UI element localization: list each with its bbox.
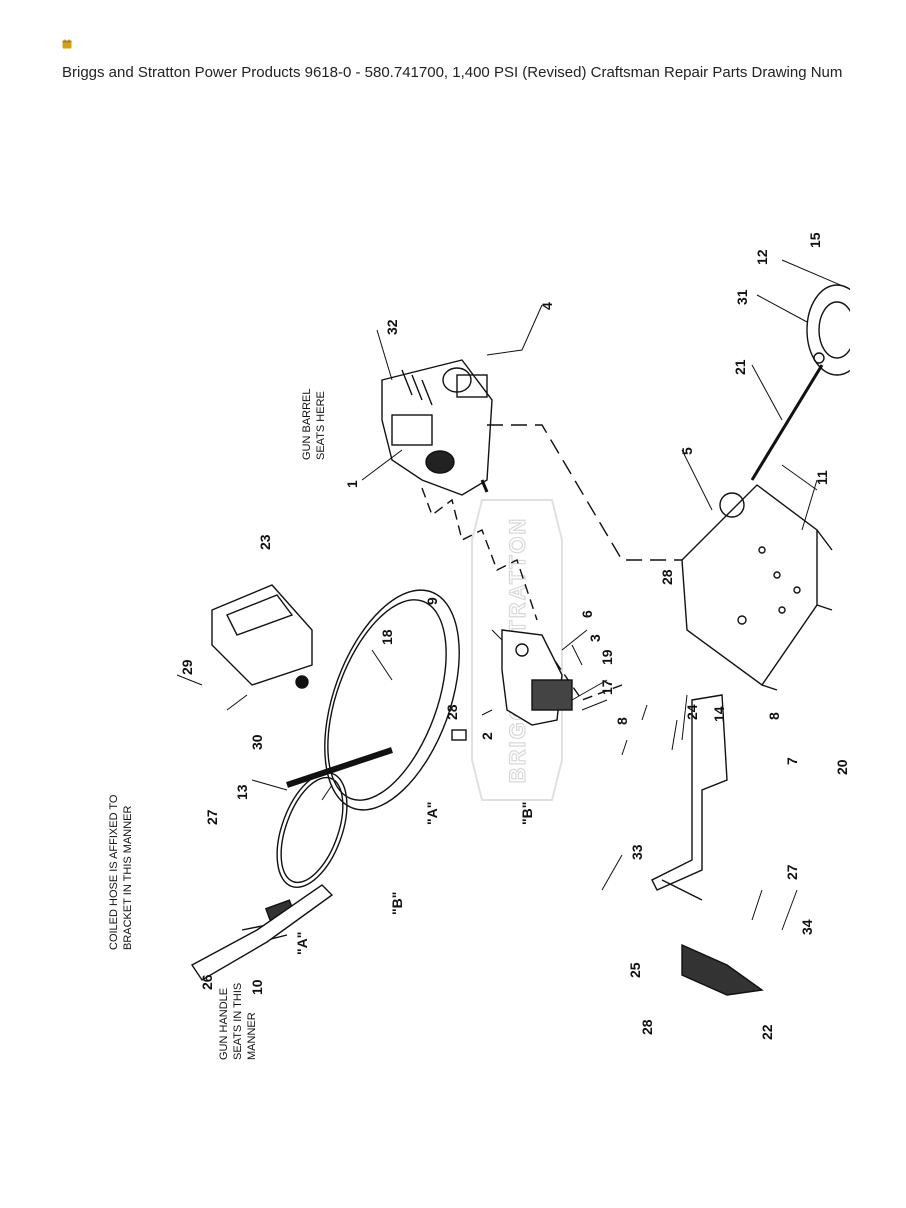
wheel-part-12 — [806, 284, 850, 376]
gun-part-13 — [241, 747, 393, 946]
part-label-8b: 8 — [614, 717, 630, 725]
part-label-27: 27 — [204, 809, 220, 825]
part-label-10: 10 — [249, 979, 265, 995]
grip-part-26 — [681, 943, 764, 996]
base-plate-part-5 — [681, 484, 833, 691]
part-label-15: 15 — [807, 232, 823, 248]
note-coiled-hose-1: COILED HOSE IS AFFIXED TO — [108, 794, 120, 950]
parts-diagram-svg: BRIGGS & STRATTON — [108, 232, 850, 1060]
calendar-icon — [62, 39, 72, 49]
ref-label-b: "B" — [389, 892, 405, 915]
part-label-6: 6 — [579, 610, 595, 618]
ref-label-a2: "A" — [294, 932, 310, 955]
part-label-14: 14 — [711, 706, 727, 722]
part-label-32: 32 — [384, 319, 400, 335]
part-label-22: 22 — [759, 1024, 775, 1040]
part-label-12: 12 — [754, 249, 770, 265]
engine-part-1 — [381, 359, 493, 496]
part-label-4: 4 — [539, 302, 555, 310]
part-label-25: 25 — [627, 962, 643, 978]
handle-part-25 — [190, 694, 728, 981]
ref-label-a: "A" — [424, 802, 440, 825]
part-label-24: 24 — [684, 704, 700, 720]
axle-part-21 — [750, 364, 824, 481]
note-gun-handle-2: SEATS IN THIS — [232, 983, 244, 1060]
note-gun-barrel-2: SEATS HERE — [315, 391, 327, 460]
parts-diagram: BRIGGS & STRATTON — [62, 230, 850, 1060]
part-label-19: 19 — [599, 649, 615, 665]
note-gun-barrel-1: GUN BARREL — [301, 388, 313, 460]
note-gun-handle-1: GUN HANDLE — [218, 988, 230, 1060]
part-label-28: 28 — [639, 1019, 655, 1035]
part-label-31: 31 — [734, 289, 750, 305]
part-label-5: 5 — [679, 447, 695, 455]
part-label-1: 1 — [344, 480, 360, 488]
part-label-3: 3 — [587, 634, 603, 642]
part-label-34: 34 — [799, 919, 815, 935]
part-label-28b: 28 — [444, 704, 460, 720]
part-label-20: 20 — [834, 759, 850, 775]
part-label-13: 13 — [234, 784, 250, 800]
ref-label-b2: "B" — [519, 802, 535, 825]
part-label-21: 21 — [732, 359, 748, 375]
part-label-17: 17 — [599, 679, 615, 695]
part-label-27b: 27 — [784, 864, 800, 880]
page-title: Briggs and Stratton Power Products 9618-… — [62, 64, 843, 81]
part-label-18: 18 — [379, 629, 395, 645]
part-label-11: 11 — [814, 470, 830, 485]
part-label-33: 33 — [629, 844, 645, 860]
part-label-29: 29 — [179, 659, 195, 675]
note-coiled-hose-2: BRACKET IN THIS MANNER — [122, 805, 134, 950]
pump-guard-part-23 — [211, 584, 313, 686]
pump-part-2 — [501, 629, 573, 726]
part-label-9: 9 — [424, 597, 440, 605]
part-label-23: 23 — [257, 534, 273, 550]
part-label-2: 2 — [479, 732, 495, 740]
part-label-30: 30 — [249, 734, 265, 750]
hose-part-18 — [324, 589, 460, 811]
part-label-28c: 28 — [659, 569, 675, 585]
note-gun-handle-3: MANNER — [246, 1012, 258, 1060]
part-label-7: 7 — [784, 757, 800, 765]
part-label-26: 26 — [199, 974, 215, 990]
part-label-8: 8 — [766, 712, 782, 720]
